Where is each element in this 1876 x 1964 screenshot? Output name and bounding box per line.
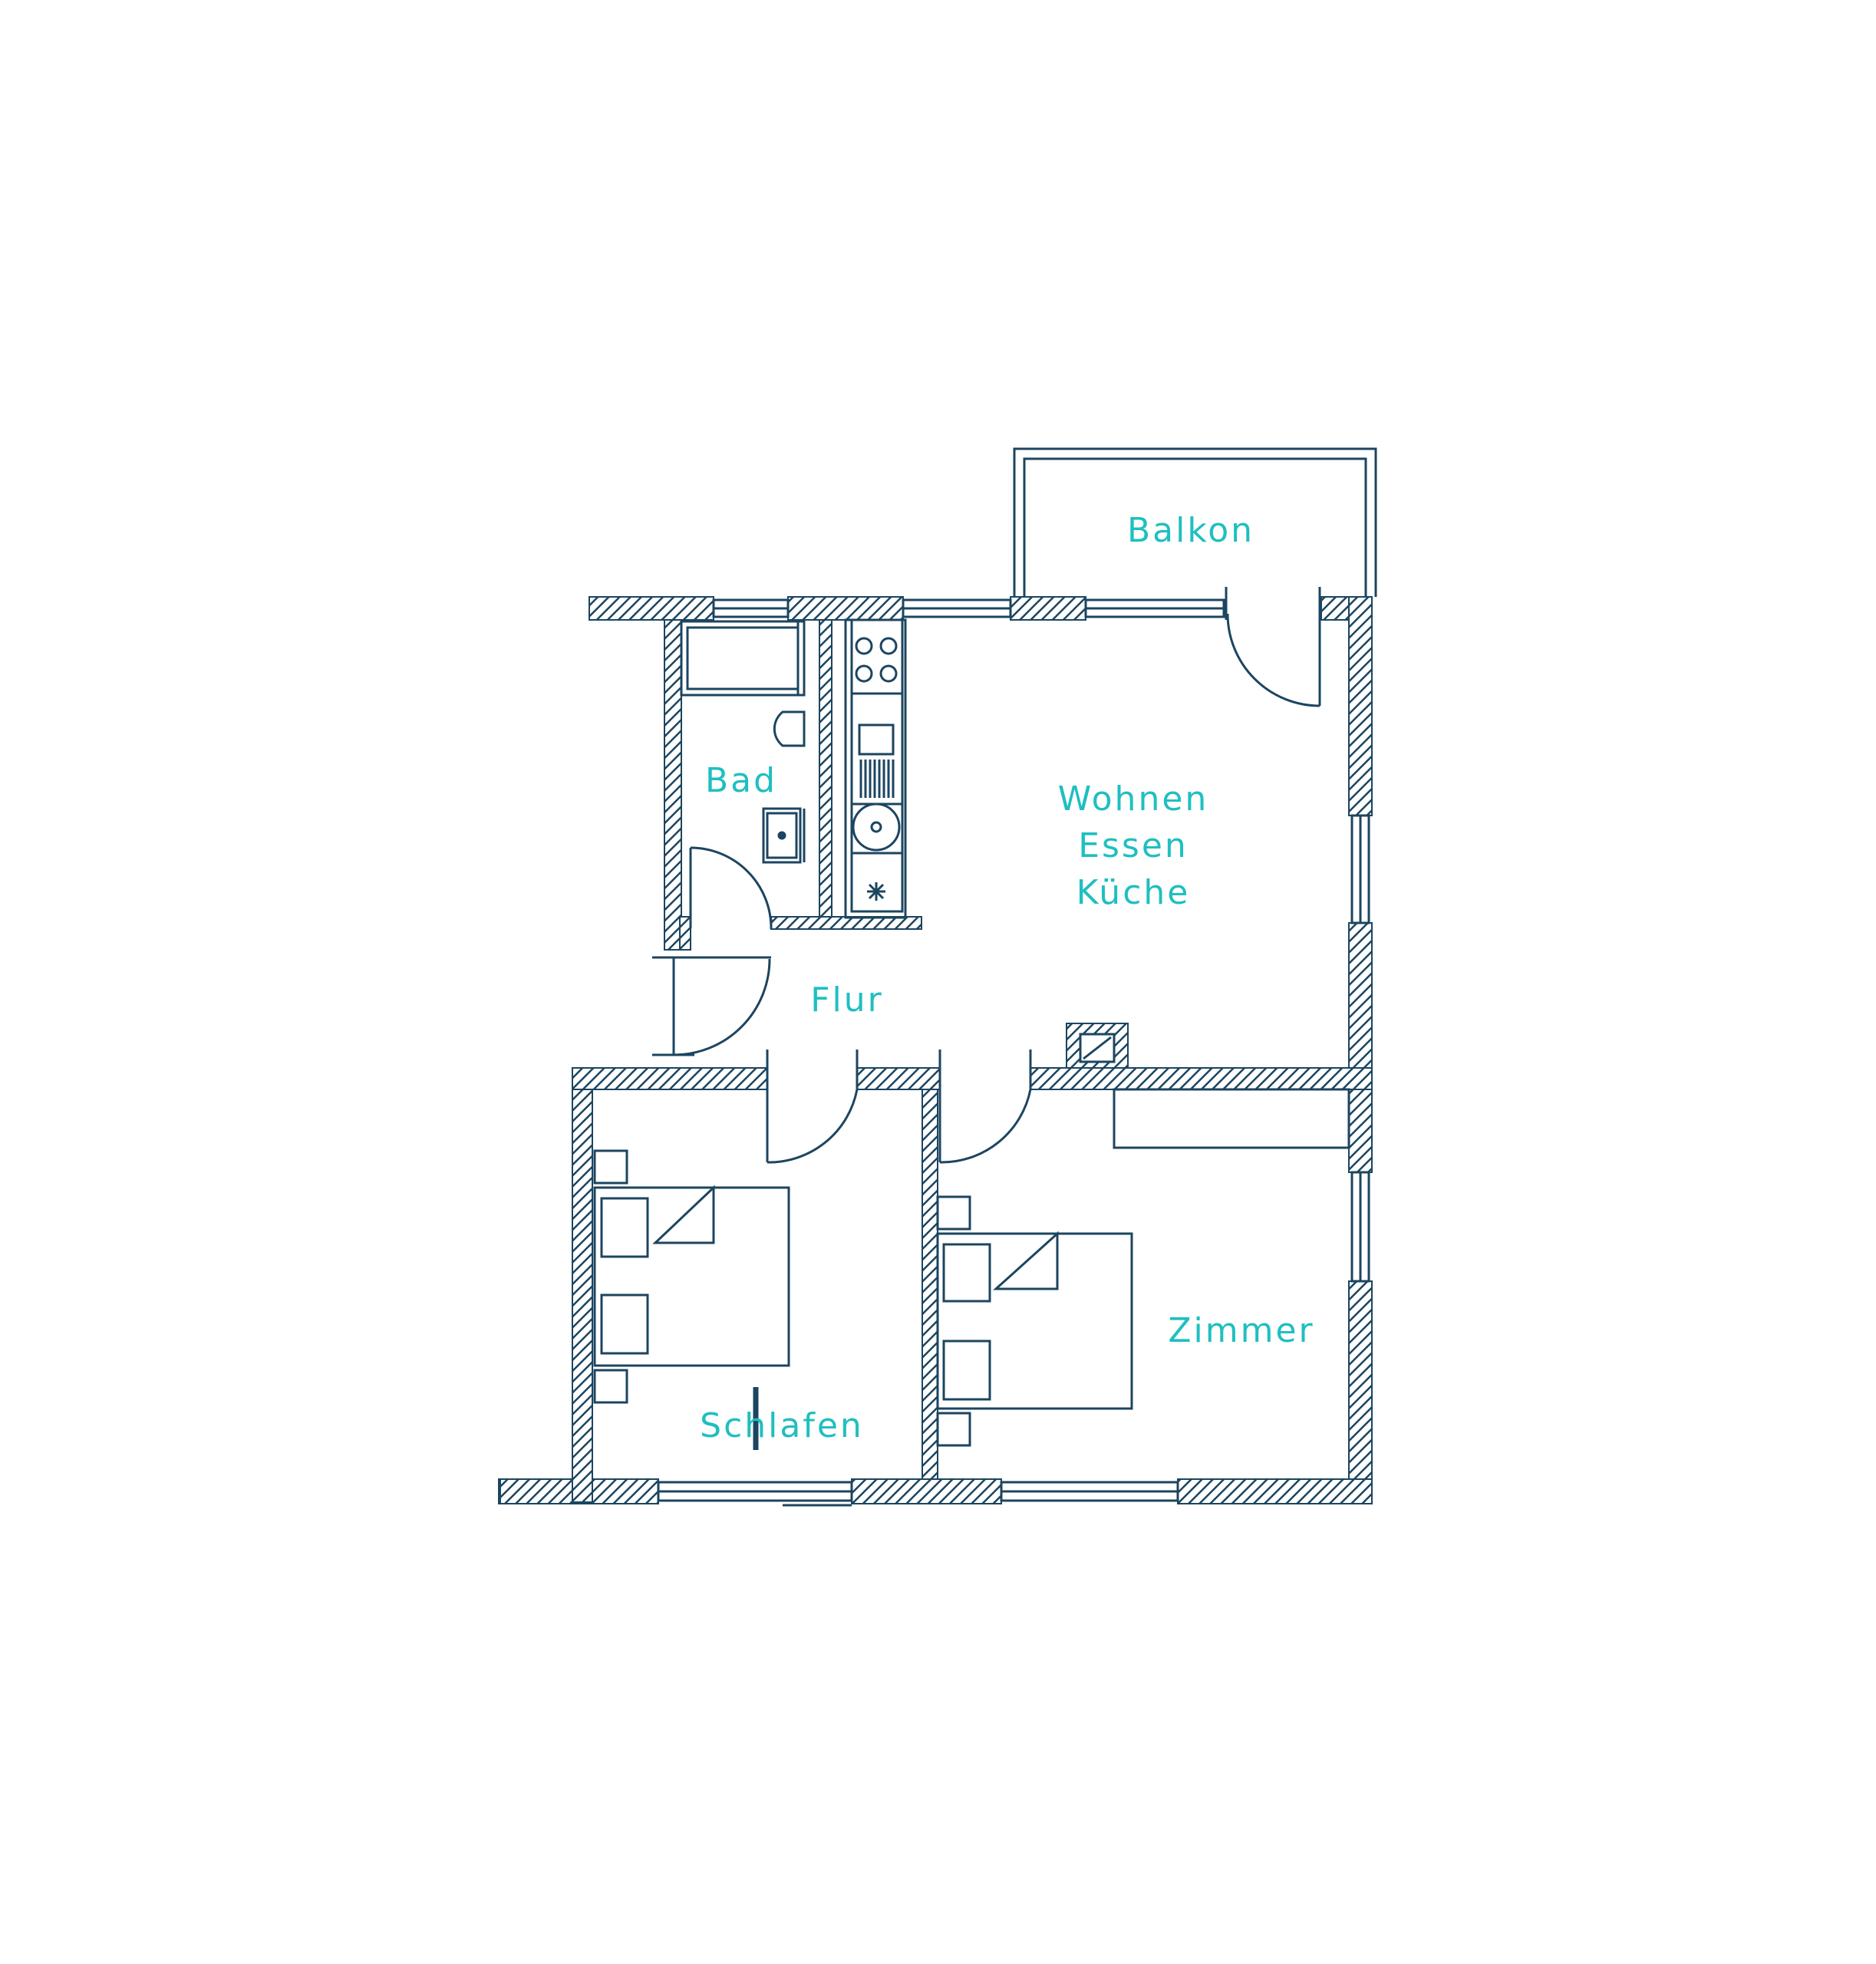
wall-bottom-mid bbox=[851, 1478, 1002, 1504]
wall-bottom-stub bbox=[499, 1478, 573, 1504]
wall-right-3 bbox=[1348, 1280, 1373, 1503]
wall-top-balcony bbox=[1010, 596, 1086, 621]
bed-blanket-fold bbox=[993, 1231, 1059, 1290]
wall-bath-left bbox=[664, 619, 682, 951]
fridge-icon bbox=[867, 882, 885, 901]
pillow bbox=[600, 1197, 649, 1258]
schlafen-furniture bbox=[593, 1149, 790, 1450]
zimmer-furniture bbox=[936, 1088, 1350, 1447]
label-flur: Flur bbox=[810, 980, 884, 1020]
windows bbox=[657, 598, 1370, 1507]
double-bed bbox=[593, 1186, 790, 1367]
label-essen: Essen bbox=[1078, 826, 1189, 865]
stove-burner bbox=[879, 637, 898, 655]
wall-right-1 bbox=[1348, 596, 1373, 816]
bath-door-swing bbox=[690, 846, 773, 929]
room-labels: Balkon Bad Wohnen Essen Küche Flur Schla… bbox=[700, 511, 1314, 1445]
wall-right-2 bbox=[1348, 922, 1373, 1173]
schlafen-door-swing bbox=[767, 1089, 859, 1164]
wall-bath-stub bbox=[679, 916, 691, 951]
entrance-door-swing bbox=[673, 958, 771, 1056]
label-bad: Bad bbox=[705, 761, 777, 800]
zimmer-door-swing bbox=[939, 1089, 1032, 1164]
stove-burner bbox=[855, 664, 873, 683]
bath-sink bbox=[762, 807, 802, 864]
balcony-door-swing bbox=[1226, 613, 1320, 707]
washing-machine bbox=[852, 802, 901, 852]
wall-bath-kitchen bbox=[819, 619, 832, 924]
wardrobe bbox=[1113, 1088, 1350, 1149]
bathtub bbox=[680, 620, 806, 697]
balcony-railing-inner bbox=[1023, 457, 1367, 597]
label-zimmer: Zimmer bbox=[1168, 1311, 1314, 1350]
wall-mid-3 bbox=[1030, 1067, 1373, 1090]
bed-blanket-fold bbox=[652, 1185, 715, 1244]
pillow bbox=[942, 1340, 991, 1401]
chimney-diagonal bbox=[1083, 1036, 1112, 1060]
toilet bbox=[773, 710, 806, 747]
nightstand bbox=[936, 1412, 971, 1447]
kitchen-sink bbox=[858, 723, 895, 756]
wall-top-mid bbox=[787, 596, 904, 621]
nightstand bbox=[593, 1149, 628, 1185]
bathroom-fixtures bbox=[680, 620, 806, 864]
wall-bedroom-divider bbox=[922, 1067, 938, 1480]
walls bbox=[498, 596, 1373, 1504]
balcony-railing-outer bbox=[1013, 447, 1377, 597]
wall-mid-1 bbox=[572, 1067, 768, 1090]
wall-left-bedroom bbox=[572, 1067, 593, 1503]
wall-top-left bbox=[589, 596, 714, 621]
wall-bottom-right bbox=[1177, 1478, 1373, 1504]
label-balkon: Balkon bbox=[1127, 511, 1255, 550]
pillow bbox=[600, 1293, 649, 1355]
nightstand bbox=[593, 1369, 628, 1404]
balcony bbox=[1013, 447, 1377, 597]
nightstand bbox=[936, 1195, 971, 1231]
label-wohnen: Wohnen bbox=[1058, 779, 1209, 819]
wall-mid-2 bbox=[856, 1067, 941, 1090]
stove-burner bbox=[879, 664, 898, 683]
kitchen-fixtures bbox=[844, 618, 907, 919]
stove-burner bbox=[855, 637, 873, 655]
sink-drainboard bbox=[859, 760, 895, 798]
label-kueche: Küche bbox=[1076, 873, 1191, 912]
doors bbox=[652, 587, 1321, 1164]
pillow bbox=[942, 1243, 991, 1303]
double-bed bbox=[936, 1232, 1133, 1410]
label-schlafen: Schlafen bbox=[700, 1406, 864, 1445]
